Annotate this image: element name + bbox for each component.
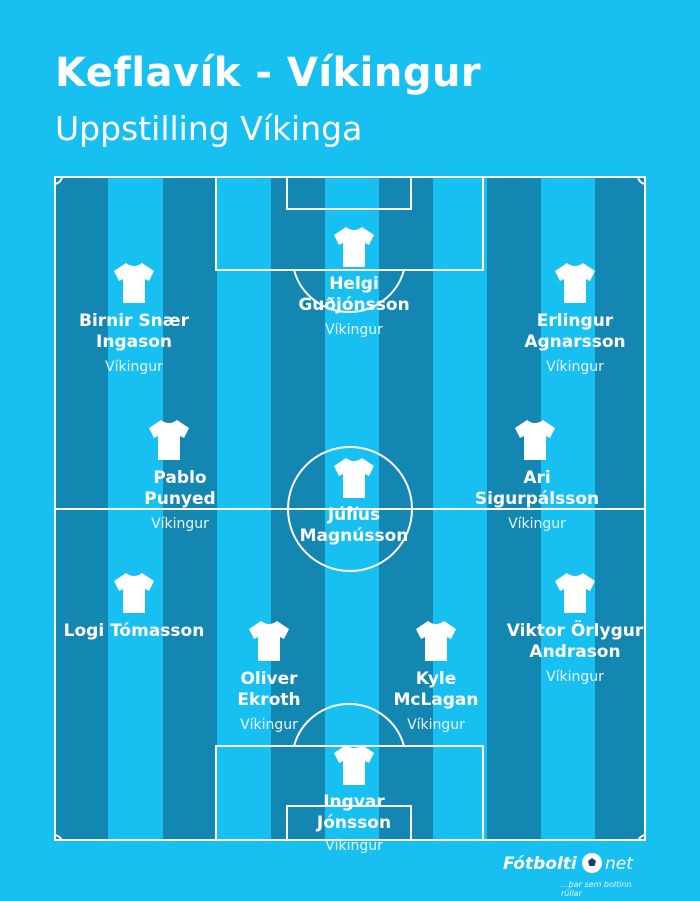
player-club: Víkingur (407, 717, 465, 733)
player-club: Víkingur (105, 359, 163, 375)
shirt-icon (114, 573, 154, 613)
player-name: Viktor Örlygur Andrason (506, 621, 644, 662)
player-name: Ingvar Jónsson (316, 792, 392, 833)
player-club: Víkingur (325, 838, 383, 854)
player-name: Birnir Snær Ingason (79, 311, 189, 352)
player-name: Júlíus Magnússon (299, 505, 409, 546)
shirt-icon (555, 573, 595, 613)
football-pitch (54, 176, 646, 841)
shirt-icon (149, 420, 189, 460)
player-club: Víkingur (508, 516, 566, 532)
shirt-icon (416, 621, 456, 661)
player-club: Víkingur (546, 669, 604, 685)
pitch-markings (56, 178, 644, 839)
player-card: Ari Sigurpálsson Víkingur (445, 418, 625, 533)
page-title: Keflavík - Víkingur (55, 50, 482, 96)
shirt-icon (114, 263, 154, 303)
logo-net-text: net (605, 854, 633, 874)
player-card: Erlingur Agnarsson Víkingur (485, 261, 665, 376)
player-card: Helgi Guðjónsson Víkingur (264, 225, 444, 339)
player-name: Kyle McLagan (393, 669, 479, 710)
shirt-icon (334, 227, 374, 267)
shirt-icon (334, 745, 374, 785)
player-card: Júlíus Magnússon (264, 456, 444, 552)
player-club: Víkingur (325, 322, 383, 338)
logo-slogan: ...þar sem boltinn rúllar (561, 880, 632, 898)
player-name: Helgi Guðjónsson (298, 274, 410, 315)
player-name: Erlingur Agnarsson (524, 311, 626, 352)
player-card: Oliver Ekroth Víkingur (179, 619, 359, 734)
player-name: Pablo Punyed (144, 468, 216, 509)
football-icon (582, 853, 602, 873)
player-card: Pablo Punyed Víkingur (79, 418, 259, 533)
shirt-icon (334, 458, 374, 498)
shirt-icon (249, 621, 289, 661)
player-name: Logi Tómasson (63, 621, 205, 641)
player-card: Logi Tómasson (44, 571, 224, 647)
player-club: Víkingur (546, 359, 604, 375)
player-card: Viktor Örlygur Andrason Víkingur (485, 571, 665, 686)
player-name: Ari Sigurpálsson (474, 468, 600, 509)
player-card: Kyle McLagan Víkingur (346, 619, 526, 734)
shirt-icon (515, 420, 555, 460)
player-name: Oliver Ekroth (237, 669, 301, 710)
player-card: Birnir Snær Ingason Víkingur (44, 261, 224, 376)
page-subtitle: Uppstilling Víkinga (55, 109, 363, 148)
player-card: Ingvar Jónsson Víkingur (264, 743, 444, 855)
player-club: Víkingur (240, 717, 298, 733)
logo-text: Fótbolti (503, 854, 577, 874)
shirt-icon (555, 263, 595, 303)
fotbolti-net-logo: Fótbolti net ...þar sem boltinn rúllar (503, 852, 653, 898)
player-club: Víkingur (151, 516, 209, 532)
